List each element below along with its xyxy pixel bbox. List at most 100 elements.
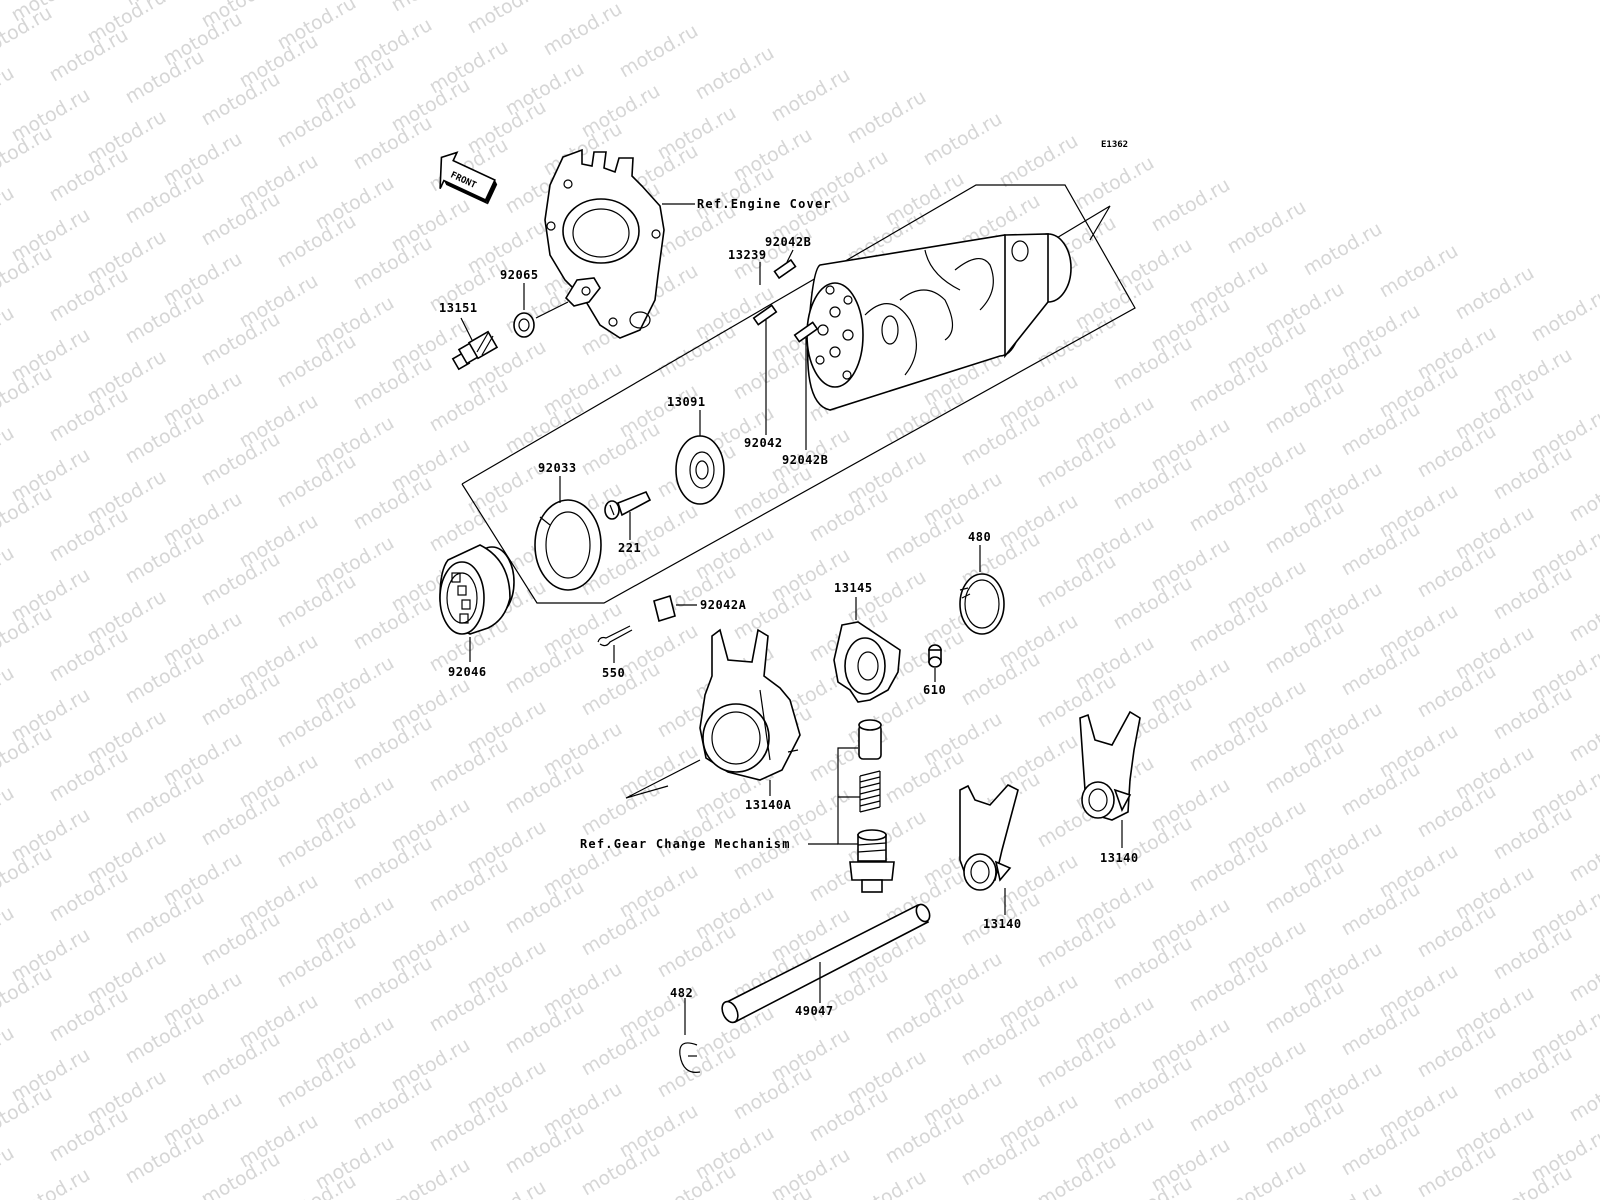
cam-13145 (833, 621, 901, 703)
watermark-text: motod.ru (844, 1166, 930, 1200)
label-13091: 13091 (667, 395, 706, 409)
pin-610 (928, 644, 942, 668)
watermark-text: motod.ru (844, 86, 930, 149)
label-221: 221 (618, 541, 641, 555)
label-92042A: 92042A (700, 598, 747, 612)
watermark-text: motod.ru (1072, 152, 1158, 215)
watermark-text: motod.ru (0, 362, 56, 425)
watermark-text: motod.ru (1300, 218, 1386, 281)
watermark-text: motod.ru (0, 1082, 56, 1145)
watermark-text: motod.ru (0, 1142, 18, 1200)
watermark-text: motod.ru (0, 302, 18, 365)
watermark-text: motod.ru (1224, 1156, 1310, 1200)
detent-pin (858, 719, 882, 760)
watermark-text: motod.ru (1376, 240, 1462, 303)
plate-13091 (675, 435, 725, 505)
screw-221 (604, 490, 652, 520)
label-92042: 92042 (744, 436, 783, 450)
label-92042B-upper: 92042B (765, 235, 811, 249)
cotter-pin-550 (597, 625, 633, 647)
label-92065: 92065 (500, 268, 539, 282)
detent-bolt (849, 829, 895, 893)
label-482: 482 (670, 986, 693, 1000)
label-13151: 13151 (439, 301, 478, 315)
pin-92042 (752, 304, 778, 326)
label-480: 480 (968, 530, 991, 544)
watermark-text: motod.ru (1566, 1064, 1600, 1127)
engine-cover (544, 148, 665, 339)
pin-92042B-upper (773, 258, 797, 280)
watermark-text: motod.ru (1566, 584, 1600, 647)
label-92046: 92046 (448, 665, 487, 679)
watermark-text: motod.ru (0, 1022, 18, 1085)
shift-fork-13140A (699, 628, 801, 781)
front-arrow-icon: FRONT (439, 151, 498, 205)
ref-engine-cover: Ref.Engine Cover (697, 197, 832, 211)
watermark-text: motod.ru (920, 108, 1006, 171)
watermark-text: motod.ru (692, 42, 778, 105)
circlip-480 (959, 573, 1005, 635)
circlip-92033 (534, 499, 602, 591)
watermark-text: motod.ru (540, 0, 626, 60)
e-clip-482 (679, 1042, 701, 1073)
watermark-text: motod.ru (1528, 284, 1600, 347)
axis-arrow-2 (625, 759, 701, 799)
watermark-text: motod.ru (1566, 944, 1600, 1007)
watermark-text: motod.ru (0, 62, 18, 125)
watermark-text: motod.ru (616, 20, 702, 83)
bearing-92046 (439, 544, 515, 635)
detent-spring (859, 770, 881, 813)
shaft-49047 (721, 903, 931, 1024)
watermark-text: motod.ru (0, 482, 56, 545)
label-13145: 13145 (834, 581, 873, 595)
watermark-text: motod.ru (1566, 704, 1600, 767)
watermark-text: motod.ru (0, 902, 18, 965)
label-49047: 49047 (795, 1004, 834, 1018)
diagram-code: E1362 (1101, 140, 1128, 150)
label-610: 610 (923, 683, 946, 697)
bracket (837, 747, 858, 845)
ref-gear-change: Ref.Gear Change Mechanism (580, 837, 791, 851)
label-92042B-lower: 92042B (782, 453, 828, 467)
watermark-text: motod.ru (1452, 262, 1538, 325)
watermark-text: motod.ru (1566, 464, 1600, 527)
shift-drum (806, 233, 1072, 411)
neutral-switch-13151 (451, 330, 499, 371)
watermark-text: motod.ru (464, 1176, 550, 1200)
watermark-text: motod.ru (0, 242, 56, 305)
watermark-text: motod.ru (0, 722, 56, 785)
shift-fork-13140-a (959, 784, 1019, 891)
watermark-text: motod.ru (768, 1144, 854, 1200)
watermark-text: motod.ru (1224, 196, 1310, 259)
watermark-text: motod.ru (0, 182, 18, 245)
watermark-text: motod.ru (388, 0, 474, 16)
axis-arrow (1039, 205, 1111, 249)
watermark-text: motod.ru (0, 2, 56, 65)
watermark-text: motod.ru (388, 1154, 474, 1200)
watermark-text: motod.ru (0, 962, 56, 1025)
watermark-text: motod.ru (464, 0, 550, 38)
watermark-text: motod.ru (0, 542, 18, 605)
watermark-text: motod.ru (1148, 174, 1234, 237)
watermark-text: motod.ru (1300, 1178, 1386, 1200)
label-13140-b: 13140 (1100, 851, 1139, 865)
watermark-text: motod.ru (0, 662, 18, 725)
label-13140-a: 13140 (983, 917, 1022, 931)
watermark-text: motod.ru (1566, 824, 1600, 887)
label-550: 550 (602, 666, 625, 680)
watermark-text: motod.ru (0, 122, 56, 185)
washer-92065 (513, 312, 535, 338)
watermark-text: motod.ru (996, 130, 1082, 193)
label-13239: 13239 (728, 248, 767, 262)
watermark-text: motod.ru (0, 842, 56, 905)
watermark-text: motod.ru (8, 1164, 94, 1200)
watermark-text: motod.ru (768, 64, 854, 127)
label-92033: 92033 (538, 461, 577, 475)
pin-92042B-lower (793, 321, 819, 343)
watermark-text: motod.ru (0, 422, 18, 485)
watermark-text: motod.ru (0, 782, 18, 845)
label-13140A: 13140A (745, 798, 792, 812)
assembly-frame (461, 184, 1136, 604)
